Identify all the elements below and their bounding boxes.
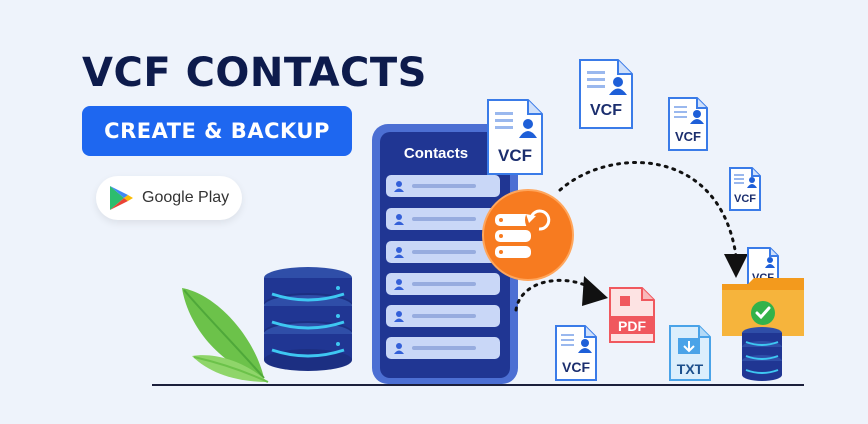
person-icon [394, 311, 404, 322]
vcf-file-icon: VCF [486, 98, 544, 176]
vcf-label: VCF [590, 102, 622, 119]
person-icon [394, 279, 404, 290]
subtitle-badge: CREATE & BACKUP [82, 106, 352, 156]
vcf-file-icon: VCF [728, 166, 762, 212]
phone-notch [410, 127, 480, 132]
arrow-down-icon [724, 254, 748, 278]
vcf-label: VCF [562, 359, 590, 375]
database-server-icon [264, 267, 352, 371]
google-play-icon [110, 186, 133, 210]
vcf-file-icon: VCF [667, 96, 709, 152]
vcf-file-icon: VCF [578, 58, 634, 130]
vcf-label: VCF [498, 146, 532, 165]
person-icon [394, 181, 404, 192]
ground-line [152, 384, 804, 386]
contact-row[interactable] [386, 208, 500, 230]
page-title: VCF CONTACTS [82, 50, 427, 96]
backup-sync-icon [482, 189, 574, 281]
vcf-label: VCF [675, 129, 701, 144]
pdf-file-icon: PDF [608, 286, 656, 344]
contacts-header: Contacts [403, 145, 469, 162]
folder-icon [722, 278, 804, 336]
contact-row[interactable] [386, 337, 500, 359]
vcf-file-icon: VCF [554, 324, 598, 382]
pdf-label: PDF [618, 318, 646, 334]
leaf-illustration [182, 288, 269, 383]
flow-arrows [514, 161, 748, 312]
person-icon [394, 343, 404, 354]
contact-row[interactable] [386, 175, 500, 197]
person-icon [394, 214, 404, 225]
person-icon [394, 247, 404, 258]
database-icon [742, 327, 782, 381]
arrow-right-icon [582, 276, 608, 306]
contact-row[interactable] [386, 273, 500, 295]
vcf-label: VCF [734, 193, 756, 205]
contact-row[interactable] [386, 241, 500, 263]
txt-file-icon: TXT [668, 324, 712, 382]
txt-label: TXT [676, 361, 704, 377]
contact-row[interactable] [386, 305, 500, 327]
google-play-label: Google Play [142, 189, 230, 206]
